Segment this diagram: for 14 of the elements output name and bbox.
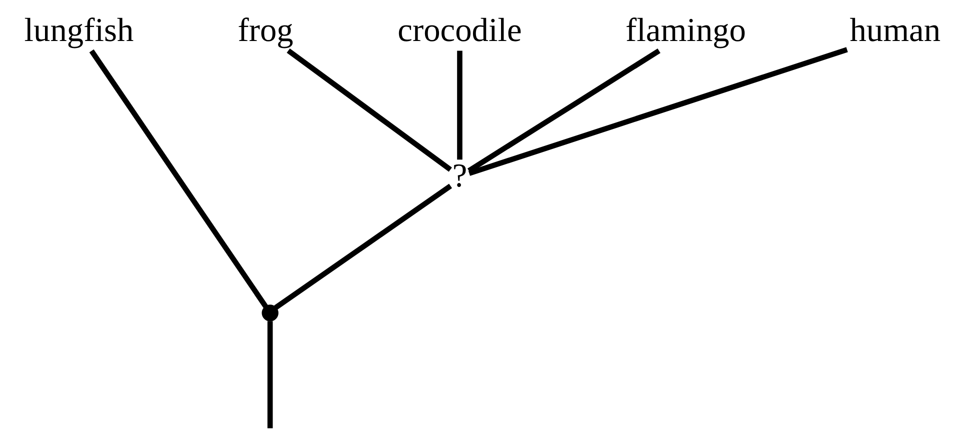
node-text: ? (452, 158, 467, 194)
connector (274, 184, 452, 310)
node-text: frog (237, 12, 293, 49)
connector (88, 49, 268, 308)
connector (286, 48, 452, 172)
connector (456, 50, 462, 160)
connector (266, 321, 272, 428)
connector (468, 47, 848, 176)
connector (466, 48, 660, 173)
node-text: lungfish (24, 12, 134, 49)
node-point (261, 304, 278, 322)
node-text: crocodile (397, 12, 522, 49)
node-text: human (849, 12, 940, 49)
node-text: flamingo (625, 12, 746, 49)
